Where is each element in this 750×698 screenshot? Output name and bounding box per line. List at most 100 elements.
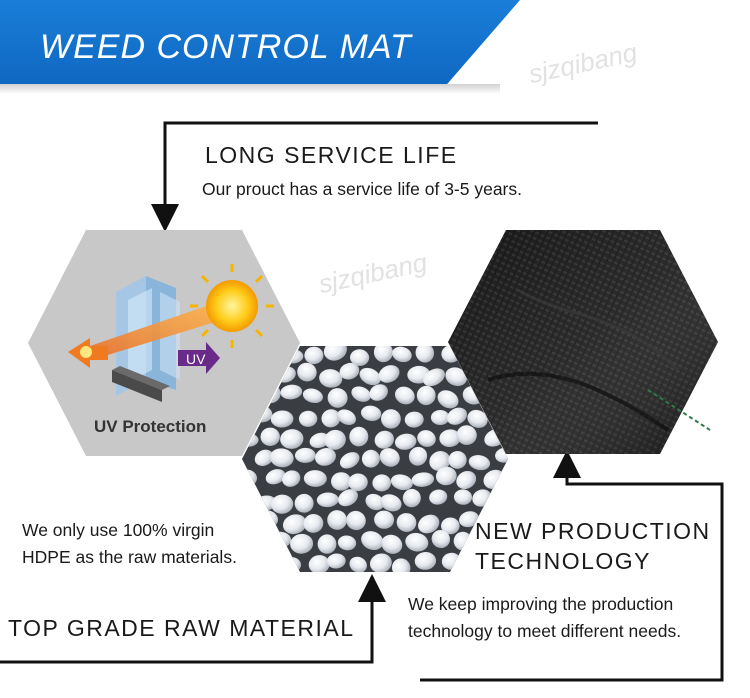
pellet xyxy=(379,448,400,467)
pellet xyxy=(254,365,275,383)
pellet xyxy=(254,449,274,466)
pellet xyxy=(331,472,352,491)
pellet xyxy=(321,409,341,428)
pellet xyxy=(326,553,346,569)
pellet xyxy=(415,346,435,363)
pellet xyxy=(359,367,381,386)
sun-icon xyxy=(190,264,274,348)
pellet xyxy=(337,535,357,551)
pellet xyxy=(365,493,385,511)
pellet xyxy=(317,534,337,554)
pellet xyxy=(467,409,488,428)
pellet xyxy=(423,368,445,387)
fabric-hexagon xyxy=(448,230,718,454)
pellet xyxy=(456,425,477,445)
pellet xyxy=(417,430,436,447)
page-title: WEED CONTROL MAT xyxy=(40,28,412,66)
pellet xyxy=(381,409,401,429)
pellet xyxy=(319,369,343,388)
pellet xyxy=(446,407,468,425)
pellet xyxy=(348,473,368,492)
pellet xyxy=(439,429,461,448)
uv-arrow-label: UV xyxy=(186,351,206,367)
pellet xyxy=(396,513,417,532)
pellet xyxy=(327,388,348,408)
pellet xyxy=(265,469,286,485)
pellet xyxy=(392,346,412,363)
uv-arrow-icon xyxy=(178,342,220,374)
technology-heading-line1: NEW PRODUCTION xyxy=(475,518,711,544)
pellet xyxy=(441,517,460,535)
pellet xyxy=(309,432,330,448)
pellet xyxy=(490,407,508,425)
pellet xyxy=(414,551,437,570)
pellet xyxy=(281,349,304,364)
pellet xyxy=(349,426,369,447)
pellet xyxy=(495,447,508,463)
pellet xyxy=(303,470,327,487)
pellet xyxy=(258,551,281,571)
pellet xyxy=(380,494,402,512)
pellet xyxy=(483,387,507,406)
block-shape xyxy=(112,370,162,402)
pellet xyxy=(408,446,428,466)
pellet xyxy=(242,346,260,363)
pellet xyxy=(402,488,421,508)
service-life-text: Our prouct has a service life of 3-5 yea… xyxy=(202,179,522,199)
pellet xyxy=(271,494,294,514)
pellets-hexagon xyxy=(242,346,508,572)
technology-text-line1: We keep improving the production xyxy=(408,594,674,614)
pellet xyxy=(304,346,324,365)
green-stripe xyxy=(647,389,711,431)
pellet xyxy=(242,556,261,572)
arrow-up-icon xyxy=(358,574,386,602)
pellet xyxy=(394,433,417,450)
pellet xyxy=(294,447,316,463)
technology-heading-line2: TECHNOLOGY xyxy=(475,548,652,574)
title-banner xyxy=(0,0,520,84)
pellet xyxy=(404,411,424,428)
raw-material-heading: TOP GRADE RAW MATERIAL xyxy=(8,615,355,641)
pellet xyxy=(468,455,491,471)
pellet xyxy=(478,346,499,360)
pellet xyxy=(260,346,284,360)
pellet xyxy=(346,510,366,531)
pellet xyxy=(369,384,388,401)
raw-material-text-line2: HDPE as the raw materials. xyxy=(22,547,237,567)
pellet xyxy=(339,452,360,469)
pellet xyxy=(290,533,314,554)
pellet xyxy=(351,386,371,402)
pellet xyxy=(487,365,508,386)
pellet xyxy=(249,531,271,549)
pellet xyxy=(391,558,411,572)
banner-shadow xyxy=(0,84,500,94)
pellet xyxy=(242,383,260,402)
pellet xyxy=(269,448,294,468)
arrow-down-icon xyxy=(151,204,179,232)
pellet xyxy=(361,531,384,551)
uv-protection-label: UV Protection xyxy=(94,417,206,436)
raw-material-text-line1: We only use 100% virgin xyxy=(22,520,215,540)
pellet xyxy=(445,367,468,387)
pellet xyxy=(361,449,380,468)
pellet xyxy=(431,530,451,548)
pellet xyxy=(339,362,360,380)
pellet xyxy=(350,349,370,366)
pellet xyxy=(294,493,314,513)
pellet xyxy=(323,346,347,361)
pellet xyxy=(430,409,450,426)
pellet xyxy=(416,385,436,406)
pellet xyxy=(282,470,301,487)
uv-protection-hexagon: UV UV Protection xyxy=(28,230,300,456)
pellet xyxy=(338,489,358,507)
pellet xyxy=(316,492,339,508)
pellet xyxy=(448,450,467,469)
connector-line-right xyxy=(420,470,724,682)
pellet xyxy=(360,405,382,421)
pellet xyxy=(462,347,482,363)
pellet xyxy=(394,386,415,405)
pellet xyxy=(469,370,488,386)
pellet xyxy=(280,429,304,449)
pellet xyxy=(459,511,479,528)
